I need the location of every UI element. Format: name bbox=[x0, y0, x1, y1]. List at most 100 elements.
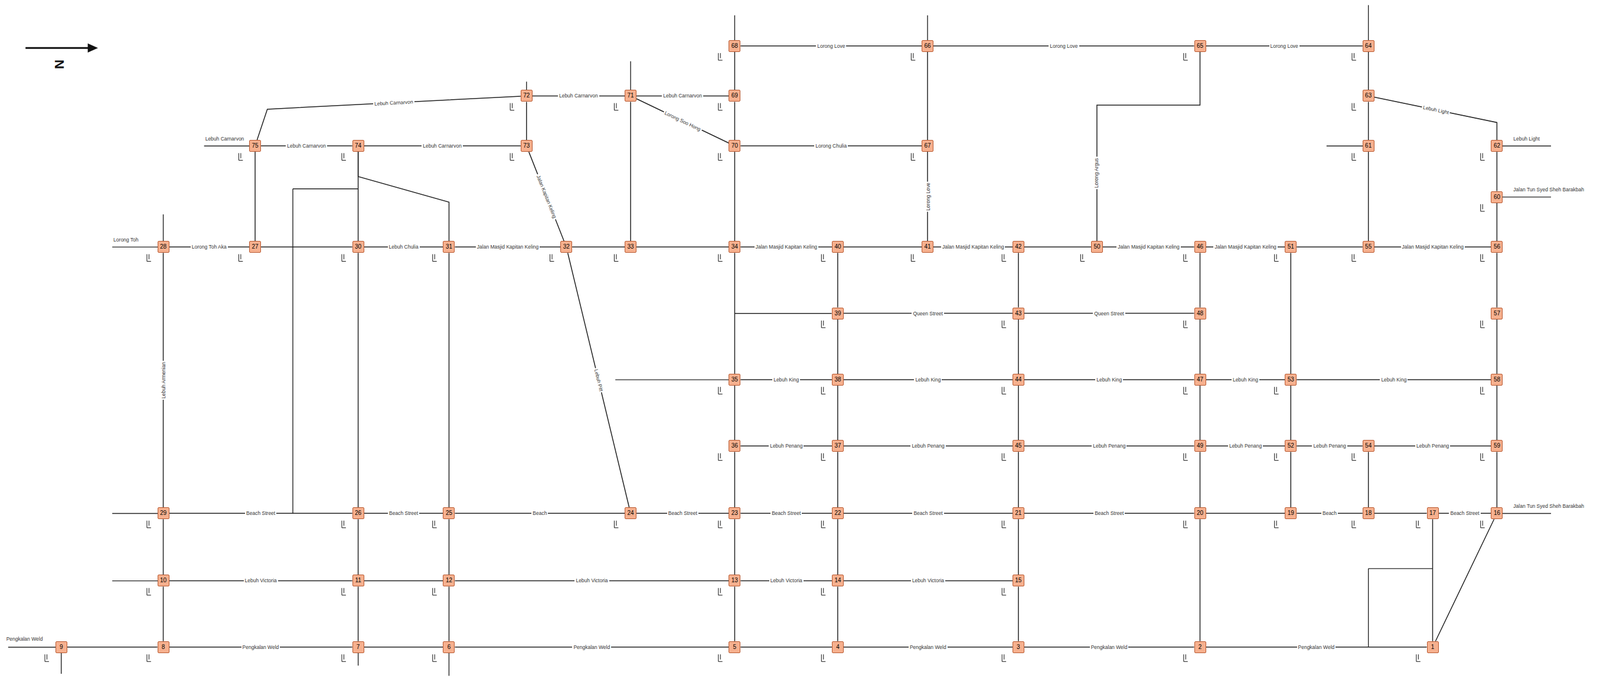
road-line bbox=[1206, 513, 1286, 515]
map-label: Jalan Tun Syed Sheh Barakbah bbox=[1512, 503, 1586, 509]
road-name: Beach bbox=[1321, 510, 1338, 517]
road-line bbox=[357, 252, 359, 508]
intersection-box: 43 bbox=[1012, 307, 1025, 320]
road-line bbox=[357, 518, 359, 575]
road-line bbox=[1017, 252, 1020, 308]
intersection-box: 69 bbox=[728, 89, 741, 102]
lane-arrow bbox=[1274, 253, 1279, 261]
intersection-box: 2 bbox=[1194, 641, 1207, 653]
road-line bbox=[1496, 203, 1498, 242]
road-name: Lebuh Penang bbox=[1228, 442, 1263, 449]
road-name: Lebuh Victoria bbox=[769, 577, 804, 584]
road-line bbox=[734, 586, 736, 641]
road-name: Lorong Argus bbox=[1094, 157, 1100, 190]
intersection-number: 22 bbox=[834, 508, 842, 518]
road-line bbox=[926, 51, 929, 140]
lane-arrow bbox=[821, 588, 826, 596]
road-line bbox=[1296, 246, 1363, 248]
road-line bbox=[358, 151, 450, 241]
intersection-number: 73 bbox=[523, 141, 531, 150]
intersection-number: 68 bbox=[730, 41, 739, 51]
road-line bbox=[837, 586, 839, 641]
lane-arrow bbox=[432, 520, 437, 528]
intersection-box: 48 bbox=[1194, 307, 1207, 320]
intersection-number: 28 bbox=[160, 242, 168, 251]
road-line bbox=[1199, 518, 1201, 642]
intersection-box: 51 bbox=[1284, 240, 1297, 253]
intersection-box: 57 bbox=[1490, 307, 1503, 320]
lane-arrow bbox=[341, 520, 346, 528]
intersection-number: 13 bbox=[730, 576, 739, 585]
intersection-box: 58 bbox=[1490, 373, 1503, 386]
road-name: Lebuh King bbox=[1095, 376, 1123, 383]
lane-arrow bbox=[1183, 320, 1188, 328]
intersection-number: 71 bbox=[627, 91, 635, 100]
lane-arrow bbox=[1001, 386, 1007, 394]
intersection-box: 71 bbox=[624, 89, 637, 102]
lane-arrow bbox=[614, 520, 619, 528]
lane-arrow bbox=[821, 320, 826, 328]
road-line bbox=[1024, 246, 1092, 248]
lane-arrow bbox=[718, 253, 723, 261]
north-arrow bbox=[25, 43, 99, 53]
intersection-box: 45 bbox=[1012, 439, 1025, 452]
intersection-box: 38 bbox=[831, 373, 844, 386]
lane-arrow bbox=[1183, 453, 1188, 461]
road-name: Lebuh King bbox=[913, 376, 942, 383]
intersection-number: 56 bbox=[1493, 242, 1501, 251]
intersection-number: 5 bbox=[730, 642, 739, 652]
lane-arrow bbox=[1274, 520, 1279, 528]
intersection-number: 38 bbox=[834, 375, 842, 384]
road-name: Lorong Soo Hong bbox=[662, 109, 703, 133]
intersection-box: 70 bbox=[728, 139, 741, 152]
road-name: Lebuh Penang bbox=[1415, 442, 1451, 449]
intersection-box: 50 bbox=[1091, 240, 1103, 253]
road-line bbox=[254, 151, 256, 241]
lane-arrow bbox=[1480, 152, 1485, 160]
road-line bbox=[364, 646, 444, 648]
intersection-box: 74 bbox=[352, 139, 365, 152]
road-line bbox=[1017, 518, 1020, 575]
intersection-number: 52 bbox=[1287, 441, 1295, 450]
road-line bbox=[837, 319, 839, 374]
road-name: Pengkalan Weld bbox=[908, 644, 948, 651]
intersection-number: 19 bbox=[1287, 508, 1295, 518]
intersection-number: 3 bbox=[1014, 642, 1022, 652]
intersection-number: 29 bbox=[160, 508, 168, 518]
intersection-box: 19 bbox=[1284, 507, 1297, 519]
intersection-number: 37 bbox=[834, 441, 842, 450]
intersection-number: 27 bbox=[251, 242, 259, 251]
intersection-number: 49 bbox=[1196, 441, 1204, 450]
intersection-number: 9 bbox=[57, 642, 65, 652]
intersection-box: 40 bbox=[831, 240, 844, 253]
intersection-number: 40 bbox=[834, 242, 842, 251]
road-name: Lorong Love bbox=[1269, 43, 1300, 50]
lane-arrow bbox=[1001, 520, 1007, 528]
lane-arrow bbox=[1001, 654, 1007, 662]
intersection-box: 18 bbox=[1362, 507, 1375, 519]
intersection-box: 36 bbox=[728, 439, 741, 452]
lane-arrow bbox=[1480, 520, 1485, 528]
lane-arrow bbox=[718, 520, 723, 528]
intersection-number: 1 bbox=[1429, 642, 1437, 652]
intersection-number: 75 bbox=[251, 141, 259, 150]
lane-arrow bbox=[718, 386, 723, 394]
intersection-number: 62 bbox=[1493, 141, 1501, 150]
road-line bbox=[1017, 586, 1020, 641]
road-line bbox=[843, 246, 922, 248]
lane-arrow bbox=[718, 588, 723, 596]
intersection-box: 24 bbox=[624, 507, 637, 519]
intersection-number: 47 bbox=[1196, 375, 1204, 384]
road-name: Beach Street bbox=[770, 510, 802, 517]
intersection-box: 23 bbox=[728, 507, 741, 519]
intersection-box: 30 bbox=[352, 240, 365, 253]
lane-arrow bbox=[718, 103, 723, 111]
intersection-number: 18 bbox=[1365, 508, 1373, 518]
map-label: Lebuh Light bbox=[1512, 135, 1541, 142]
lane-arrow bbox=[238, 152, 243, 160]
lane-arrow bbox=[550, 253, 555, 261]
road-name: Pengkalan Weld bbox=[1089, 644, 1129, 651]
intersection-number: 6 bbox=[445, 642, 453, 652]
road-name: Pengkalan Weld bbox=[241, 644, 281, 651]
